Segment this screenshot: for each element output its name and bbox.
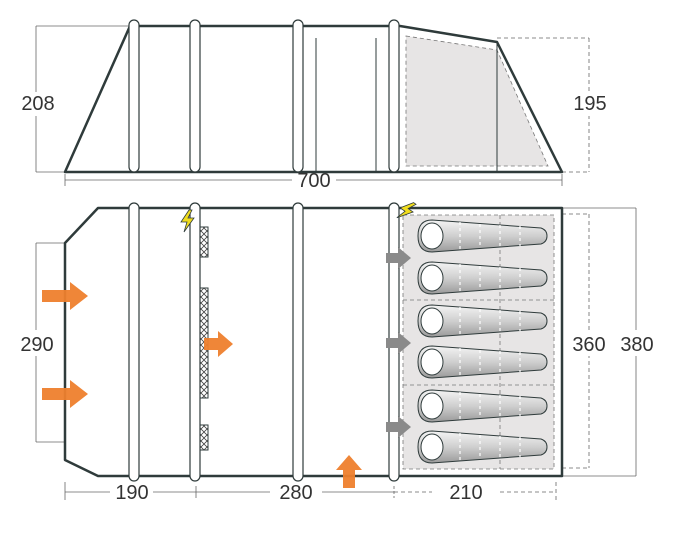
side-poles <box>128 19 400 173</box>
bedroom-area <box>402 214 555 470</box>
lightning-icon <box>396 202 417 219</box>
plan-pole <box>292 202 304 482</box>
door-arrow-icon <box>42 282 88 310</box>
sleeping-bag-icon <box>417 389 548 423</box>
vent-arrow-icon <box>386 332 411 354</box>
door-arrow-icon <box>336 455 362 488</box>
sleeping-bag-icon <box>417 304 548 338</box>
bedroom-dividers <box>403 215 554 469</box>
sleeping-bag-icon <box>417 219 548 253</box>
side-pole <box>189 19 201 173</box>
vent-arrow-icon <box>386 247 411 269</box>
section-2-label: 280 <box>279 482 312 504</box>
side-height-rear-label: 195 <box>573 93 606 115</box>
side-pole <box>292 19 304 173</box>
side-tent-outline <box>63 24 564 174</box>
sleeping-bag-icon <box>417 430 548 464</box>
section-3-label: 210 <box>449 482 482 504</box>
sleeping-bags <box>417 219 548 464</box>
width-front-label: 290 <box>20 334 53 356</box>
side-panel-lines <box>315 38 498 172</box>
side-pole <box>128 19 140 173</box>
section-1-label: 190 <box>115 482 148 504</box>
door-arrow-icon <box>42 380 88 408</box>
side-height-front-label: 208 <box>21 93 54 115</box>
side-bedroom-area <box>405 35 549 167</box>
sleeping-bag-icon <box>417 261 548 295</box>
total-length-label: 700 <box>297 170 330 192</box>
outer-width-label: 380 <box>620 334 653 356</box>
vent-arrow-icon <box>386 416 411 438</box>
side-elevation: 208 195 700 <box>21 19 610 192</box>
plan-pole <box>128 202 140 482</box>
lightning-icon <box>180 209 195 233</box>
sleeping-bag-icon <box>417 345 548 379</box>
floor-plan: 290 360 380 190 280 210 <box>14 202 660 504</box>
side-pole <box>388 19 400 173</box>
plan-pole <box>189 202 201 482</box>
door-arrow-icon <box>204 331 233 357</box>
side-dimension-lines <box>35 25 590 186</box>
inner-width-label: 360 <box>572 334 605 356</box>
